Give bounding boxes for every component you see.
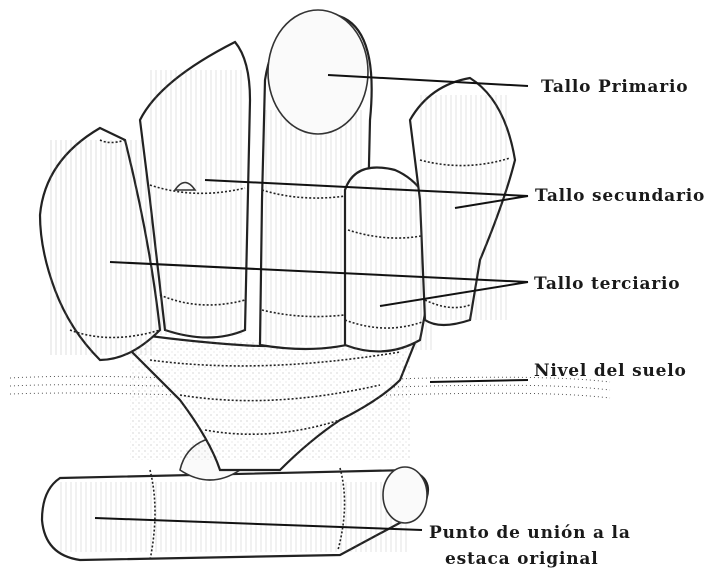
label-junction-line2: estaca original: [445, 549, 598, 569]
label-primary-stem: Tallo Primario: [541, 77, 688, 97]
label-tertiary-stem: Tallo terciario: [534, 274, 680, 294]
label-junction-line1: Punto de unión a la: [429, 523, 631, 543]
stem-far-left: [40, 128, 160, 360]
label-soil-level: Nivel del suelo: [534, 361, 687, 381]
leader-soil: [430, 380, 528, 382]
label-secondary-stem: Tallo secundario: [535, 186, 705, 206]
stem-left: [140, 42, 250, 338]
